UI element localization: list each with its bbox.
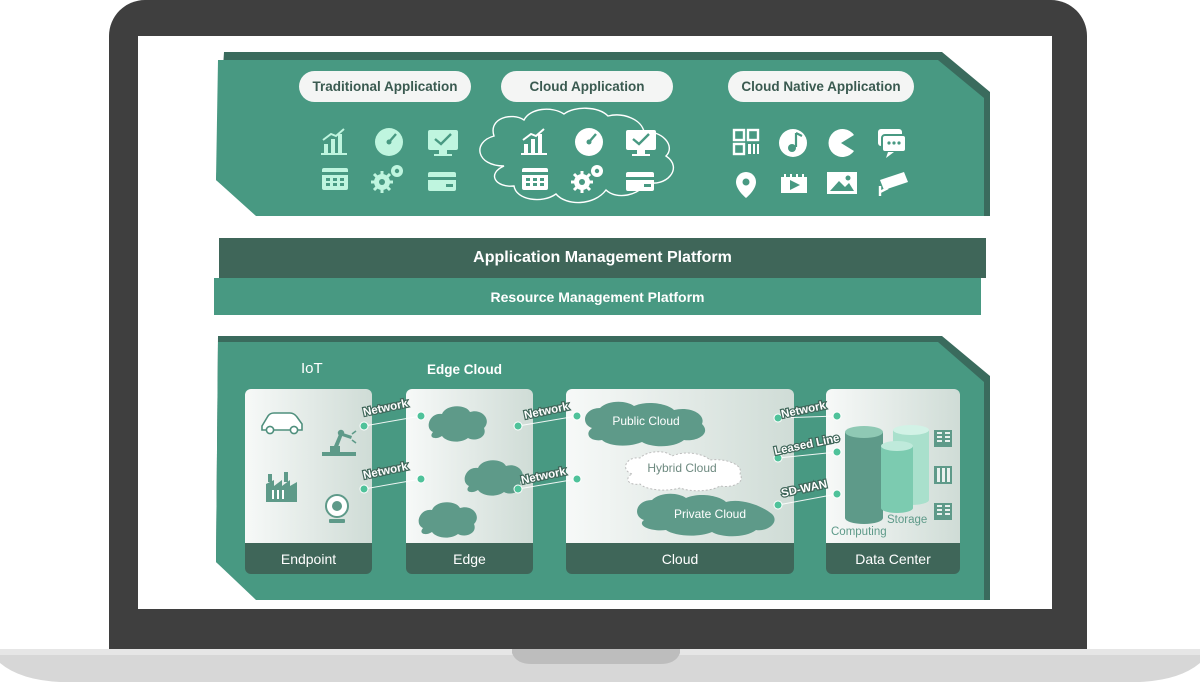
- application-management-platform-label: Application Management Platform: [473, 249, 732, 266]
- computing-cylinder: [845, 426, 883, 524]
- cloud-application-label: Cloud Application: [529, 79, 645, 94]
- datacenter-label: Data Center: [855, 550, 931, 567]
- card-icon: [626, 172, 654, 191]
- music-note-icon: [779, 129, 807, 157]
- datacenter-footer: Data Center: [826, 543, 960, 574]
- network-link-label-4: Network: [520, 466, 567, 487]
- gears-icon: [571, 165, 603, 193]
- private-cloud-label: Private Cloud: [674, 507, 746, 521]
- traditional-icons: [321, 128, 458, 193]
- cloud-native-icons: [732, 128, 908, 198]
- resource-management-platform-label: Resource Management Platform: [490, 288, 705, 305]
- network-link-label-2: Network: [362, 461, 409, 482]
- calendar-icon: [522, 168, 548, 190]
- traditional-application-pill: Traditional Application: [299, 71, 471, 102]
- endpoint-footer: Endpoint: [245, 543, 372, 574]
- public-cloud-shape: [585, 401, 706, 447]
- edge-footer: Edge: [406, 543, 533, 574]
- edge-cloud-shape-1: [428, 406, 487, 442]
- car-icon: [261, 412, 303, 435]
- factory-icon: [266, 472, 297, 502]
- edge-cloud-label: Edge Cloud: [427, 362, 502, 377]
- cloud-native-application-pill: Cloud Native Application: [728, 71, 914, 102]
- hybrid-cloud-shape: [625, 451, 742, 492]
- cloud-label: Cloud: [661, 550, 699, 567]
- robot-arm-icon: [322, 429, 357, 456]
- bar-chart-icon: [321, 128, 347, 155]
- card-icon: [428, 172, 456, 191]
- server-rack-icon-1: [934, 430, 952, 447]
- edge-cloud-shape-3: [418, 502, 477, 538]
- leased-line-link-label: Leased Line: [773, 432, 841, 458]
- laptop-base: [0, 649, 1200, 682]
- monitor-check-icon: [626, 130, 656, 156]
- edge-cloud-shape-2: [464, 460, 523, 496]
- cloud-outline: [479, 107, 674, 204]
- chat-bubbles-icon: [878, 129, 907, 158]
- gears-icon: [371, 165, 403, 193]
- cloud-footer: Cloud: [566, 543, 794, 574]
- traditional-application-label: Traditional Application: [312, 79, 458, 94]
- cloud-native-application-label: Cloud Native Application: [741, 79, 901, 94]
- public-cloud-label: Public Cloud: [612, 414, 679, 428]
- server-rack-icon-2: [934, 466, 952, 484]
- pacman-icon: [828, 129, 854, 157]
- location-pin-icon: [736, 172, 756, 198]
- network-link-label-1: Network: [362, 398, 409, 419]
- hybrid-cloud-label: Hybrid Cloud: [647, 461, 716, 475]
- network-link-label-5: Network: [780, 400, 827, 421]
- computing-label: Computing: [831, 526, 887, 538]
- cloud-application-pill: Cloud Application: [501, 71, 673, 102]
- cloud-app-icons: [521, 128, 656, 193]
- endpoint-panel: [245, 389, 372, 544]
- monitor-check-icon: [428, 130, 458, 156]
- webcam-icon: [325, 494, 349, 523]
- image-icon: [827, 172, 857, 194]
- cctv-camera-icon: [878, 172, 908, 196]
- application-management-platform-bar: Application Management Platform: [219, 238, 986, 278]
- bar-chart-icon: [521, 128, 547, 155]
- endpoint-label: Endpoint: [280, 550, 337, 567]
- resource-management-platform-bar: Resource Management Platform: [214, 278, 981, 315]
- storage-label: Storage: [887, 514, 927, 526]
- private-cloud-shape: [637, 493, 775, 537]
- gauge-icon: [375, 128, 403, 156]
- server-rack-icon-3: [934, 503, 952, 520]
- iot-label: IoT: [301, 360, 323, 377]
- qr-code-icon: [732, 128, 760, 156]
- gauge-icon: [575, 128, 603, 156]
- calendar-icon: [322, 168, 348, 190]
- edge-label: Edge: [453, 550, 486, 567]
- video-icon: [781, 174, 807, 196]
- storage-cylinder-front: [881, 441, 913, 513]
